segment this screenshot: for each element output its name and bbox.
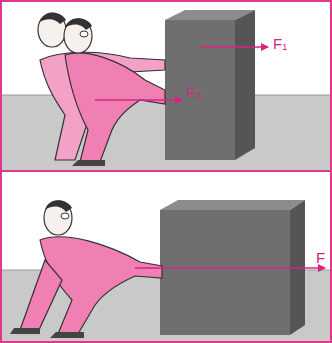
force-label: F (316, 250, 325, 265)
box-front (165, 20, 235, 160)
box-top (160, 200, 305, 210)
force-arrow (95, 99, 182, 101)
panel-divider (1, 170, 331, 172)
person (64, 18, 165, 166)
force-arrow (135, 267, 325, 269)
box-front (160, 210, 290, 335)
force-label: F₂ (186, 85, 201, 100)
person (10, 200, 162, 338)
force-label: F₁ (273, 36, 287, 51)
box-side (235, 10, 255, 160)
force-arrow (200, 46, 268, 48)
